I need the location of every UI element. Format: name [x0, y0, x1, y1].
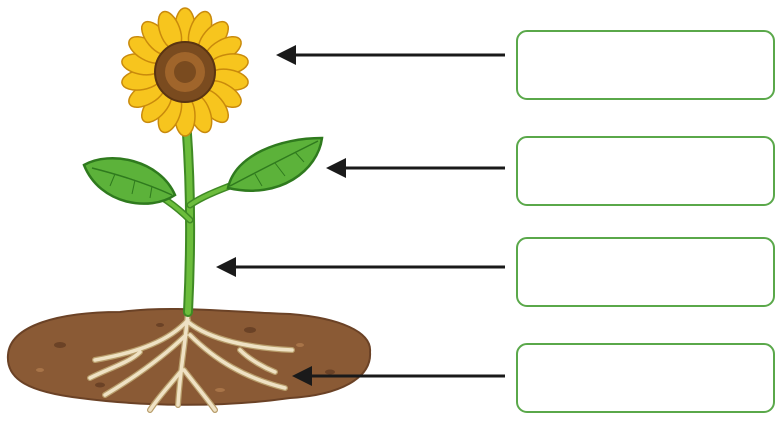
arrow-leaf: [326, 158, 505, 178]
label-input-stem[interactable]: [518, 238, 773, 306]
label-box-leaf[interactable]: [516, 136, 775, 206]
sunflower-head: [120, 8, 250, 136]
arrow-stem: [216, 257, 505, 277]
label-input-flower[interactable]: [518, 31, 773, 99]
label-box-roots[interactable]: [516, 343, 775, 413]
stem: [140, 120, 240, 312]
arrow-flower: [276, 45, 505, 65]
right-leaf: [228, 138, 322, 191]
label-input-leaf[interactable]: [518, 137, 773, 205]
left-leaf: [84, 158, 175, 203]
label-input-roots[interactable]: [518, 344, 773, 412]
label-box-flower[interactable]: [516, 30, 775, 100]
label-box-stem[interactable]: [516, 237, 775, 307]
